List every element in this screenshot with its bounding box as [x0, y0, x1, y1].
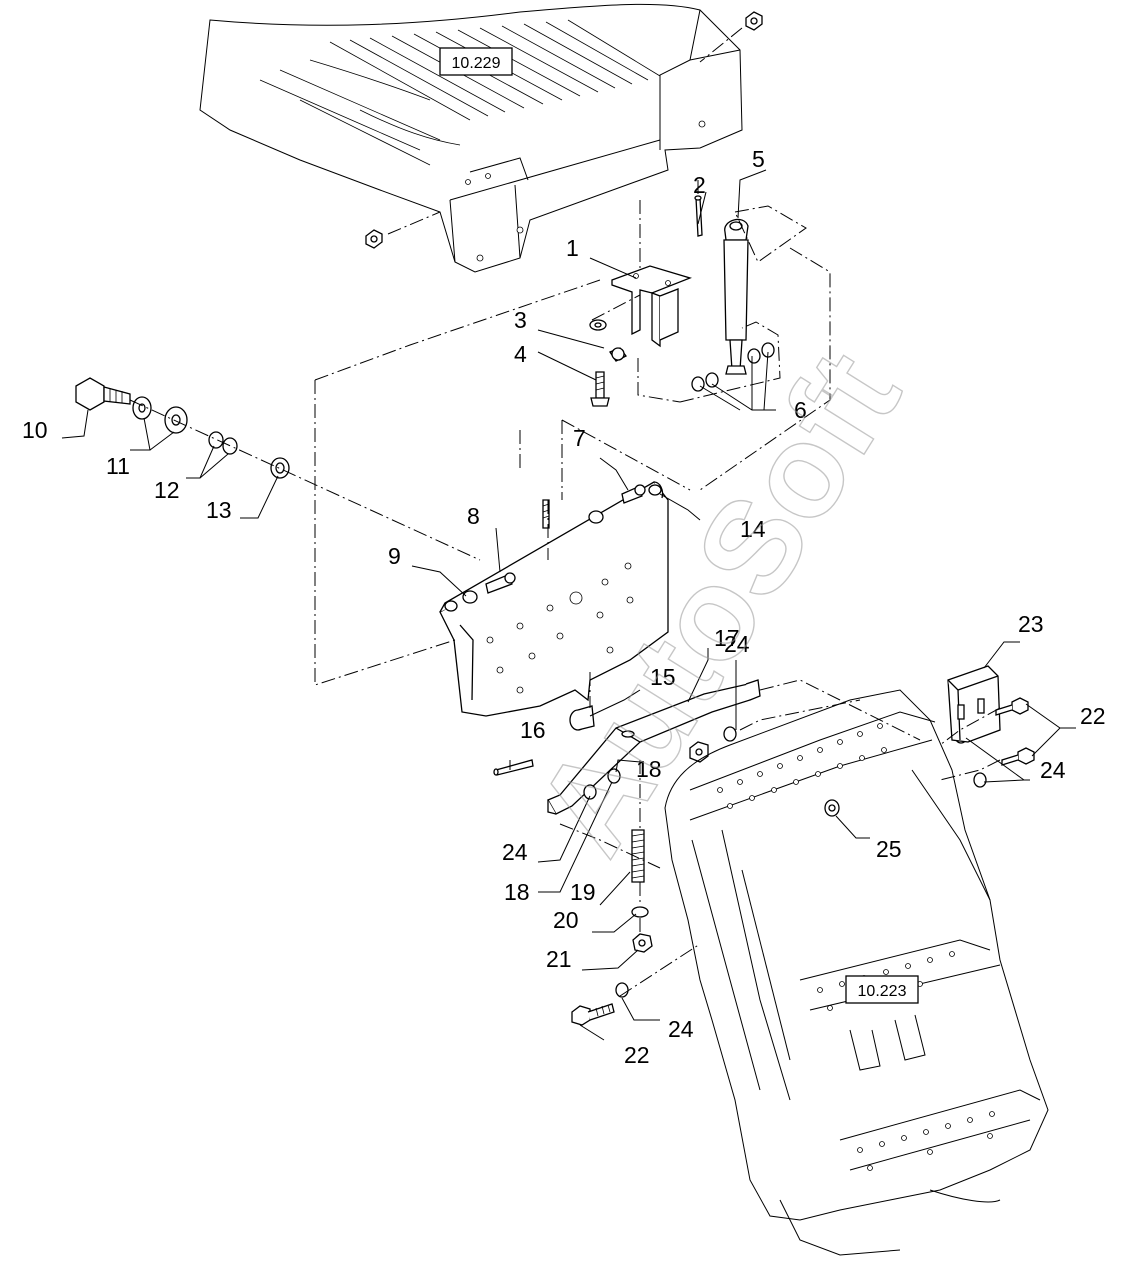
callout-4: 4 [514, 341, 527, 367]
callout-10: 10 [22, 417, 48, 443]
callout-9: 9 [388, 543, 401, 569]
bolt-4 [590, 371, 610, 407]
callout-24-right: 24 [1040, 757, 1066, 783]
callout-18-upper: 18 [636, 756, 662, 782]
callout-15: 15 [650, 664, 676, 690]
step-frame-ghost [664, 689, 1049, 1256]
washers-6 [691, 342, 775, 392]
ref-label-bottom: 10.223 [858, 983, 907, 1000]
callout-23: 23 [1018, 611, 1044, 637]
callout-17: 17 [714, 625, 740, 651]
callout-13: 13 [206, 497, 232, 523]
bolt-10 [75, 377, 131, 411]
callout-25: 25 [876, 836, 902, 862]
washers-11 [132, 396, 188, 434]
grommet-25 [824, 799, 840, 817]
pin-16 [493, 759, 534, 776]
callout-18-lower: 18 [504, 879, 530, 905]
callout-1: 1 [566, 235, 579, 261]
bracket-17 [547, 679, 761, 815]
callout-11: 11 [106, 453, 130, 479]
spring-19 [631, 829, 645, 883]
spacer-15 [569, 705, 595, 731]
screw-3 [589, 319, 627, 362]
callout-numbers: 1 2 3 4 5 6 7 8 9 10 11 12 13 14 15 16 1… [22, 146, 1106, 1068]
bushing-13 [270, 457, 290, 479]
screws-22 [571, 697, 1035, 1026]
callout-22-bottom: 22 [624, 1042, 650, 1068]
step-tread-dots [717, 723, 995, 1171]
callout-6: 6 [794, 397, 807, 423]
callout-20: 20 [553, 907, 579, 933]
callout-24-left: 24 [502, 839, 528, 865]
ref-box-top [439, 47, 513, 76]
callout-22-right: 22 [1080, 703, 1106, 729]
gas-strut-5 [723, 218, 749, 375]
callout-5: 5 [752, 146, 765, 172]
callout-7: 7 [573, 425, 586, 451]
ref-label-top: 10.229 [452, 55, 501, 72]
washers-12 [208, 431, 238, 455]
callout-19: 19 [570, 879, 596, 905]
callout-14: 14 [740, 516, 766, 542]
callout-24-top: 24 [724, 631, 750, 657]
callout-3: 3 [514, 307, 527, 333]
cover-23 [947, 665, 1001, 743]
callout-21: 21 [546, 946, 572, 972]
callout-16: 16 [520, 717, 546, 743]
callout-2: 2 [693, 172, 706, 198]
ref-box-bottom [845, 975, 919, 1004]
assembly-centerlines [129, 27, 1001, 997]
mounting-plate-14 [439, 481, 669, 717]
washer-20-nut-21 [631, 906, 653, 953]
callout-leaders [61, 169, 1076, 1041]
callout-24-bottom: 24 [668, 1016, 694, 1042]
bracket-1 [611, 265, 692, 348]
callout-12: 12 [154, 477, 180, 503]
hood-assembly-ghost [199, 3, 763, 273]
callout-8: 8 [467, 503, 480, 529]
pin-2 [694, 195, 703, 237]
